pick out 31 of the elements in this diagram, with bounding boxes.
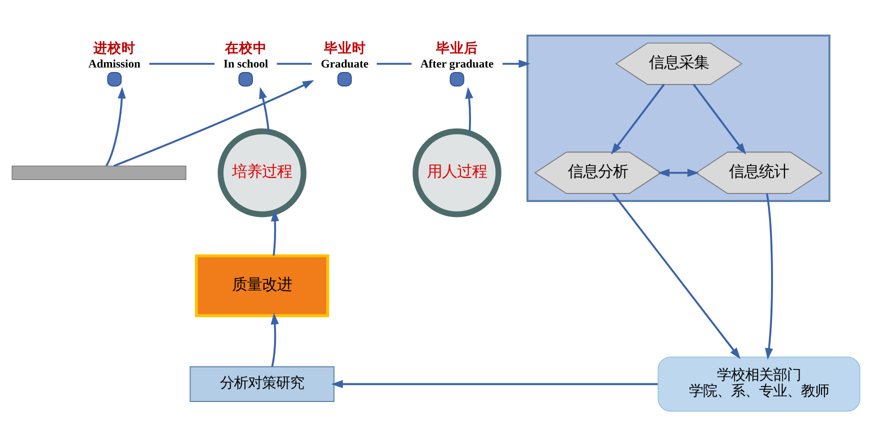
arrow — [105, 86, 126, 166]
connector — [149, 62, 214, 64]
connector — [376, 62, 412, 64]
connector — [276, 62, 312, 64]
arrow — [270, 209, 280, 256]
arrow — [270, 312, 279, 366]
arrow — [692, 83, 746, 154]
arrow — [610, 83, 665, 154]
arrow — [331, 380, 658, 388]
node-label: Graduate — [320, 56, 368, 70]
cluster — [526, 34, 830, 202]
node-label: 进校时 — [94, 40, 136, 56]
arrow — [612, 192, 741, 359]
node-circle: 用人过程 — [412, 128, 502, 217]
node-label: After graduate — [420, 56, 494, 70]
arrow — [465, 86, 474, 133]
node-bar — [12, 165, 186, 180]
node-label: 毕业后 — [436, 40, 478, 56]
node-box: 分析对策研究 — [190, 366, 334, 402]
node-label: 毕业时 — [324, 40, 366, 56]
node-label: Admission — [88, 56, 140, 70]
node-label: In school — [223, 56, 268, 70]
arrow — [658, 168, 700, 176]
node-box: 质量改进 — [195, 254, 330, 317]
arrow — [113, 80, 314, 166]
arrow — [502, 59, 530, 68]
node-circle: 培养过程 — [218, 128, 306, 217]
arrow — [259, 86, 270, 132]
arrow — [764, 192, 774, 360]
node-label: 在校中 — [224, 40, 267, 56]
node-box: 学校相关部门 学院、系、专业、教师 — [658, 356, 860, 412]
